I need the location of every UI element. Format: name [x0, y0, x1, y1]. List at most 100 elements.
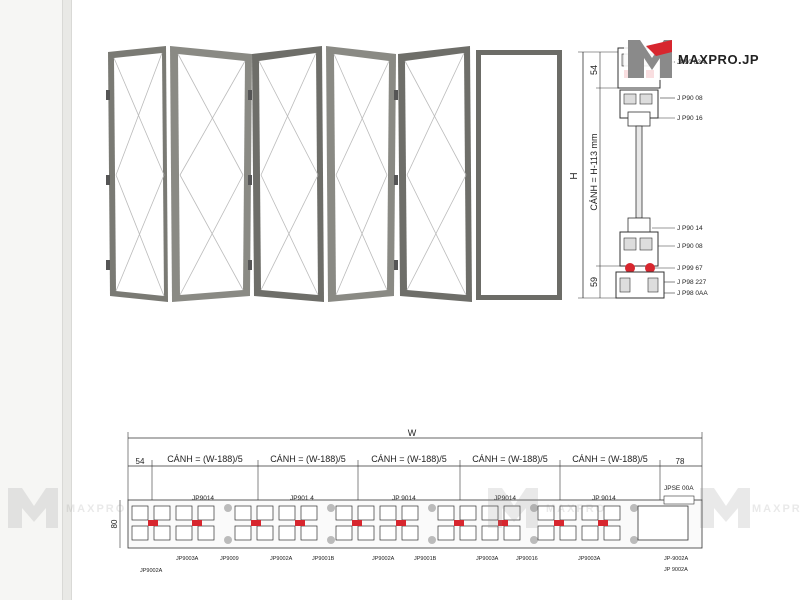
plan-dim-depth: 80 [110, 519, 119, 528]
hinge-knuckle [630, 504, 638, 512]
door-panel-4 [326, 46, 396, 302]
door-panel-5 [398, 46, 472, 302]
plan-corner-part-right: JP 9002A [664, 567, 688, 573]
hinge-knuckle [327, 504, 335, 512]
profile-cell [131, 505, 149, 521]
plan-top-part-2: JP901 4 [290, 495, 314, 502]
plan-profile-cells [131, 495, 695, 544]
hinge-knuckle [428, 504, 436, 512]
plan-dim-right: 78 [676, 457, 685, 466]
plan-bottom-part-7: JP9003A [476, 556, 499, 562]
section-leaders [652, 61, 675, 294]
profile-cell [603, 505, 621, 521]
profile-cell [537, 505, 555, 521]
plan-bottom-part-8: JP90016 [516, 556, 538, 562]
vertical-section: H CÁNH = H-113 mm 54 59 [569, 47, 708, 299]
watermark-mark-icon-2 [488, 488, 538, 528]
maxpro-logo: MAXPRO.JP [624, 36, 759, 80]
profile-cell [197, 525, 215, 541]
plan-bottom-part-10: JP-9002A [664, 556, 688, 562]
part-label-2: J P90 08 [677, 95, 703, 102]
profile-cell [559, 525, 577, 541]
gasket-seal [192, 520, 202, 526]
bottom-profile-section [615, 217, 665, 299]
brand-name: MAXPRO.JP [678, 52, 759, 67]
part-label-7: J P98 227 [677, 279, 707, 286]
sash-height-label: CÁNH = H-113 mm [589, 133, 599, 210]
end-frame-profile [637, 505, 689, 541]
part-label-1: JP90 02A [677, 59, 706, 66]
gasket-seal [148, 520, 158, 526]
sash-width-label-2: CÁNH = (W-188)/5 [270, 454, 346, 464]
plan-bottom-part-5: JP9002A [372, 556, 395, 562]
plan-bottom-part-3: JP9002A [270, 556, 293, 562]
profile-cell [437, 525, 455, 541]
gasket-seal [598, 520, 608, 526]
folding-door-elevation [106, 46, 562, 302]
plan-bottom-part-6: JP9001B [414, 556, 437, 562]
dim-bottom-label: 59 [589, 277, 599, 287]
profile-cell [234, 525, 252, 541]
plan-bottom-part-9: JP9003A [578, 556, 601, 562]
watermark-mark-icon-3 [700, 488, 750, 528]
profile-cell [581, 525, 599, 541]
gasket-seal [295, 520, 305, 526]
gasket-seal [352, 520, 362, 526]
hinge-knuckle [224, 504, 232, 512]
glass-pane [635, 125, 643, 219]
profile-cell [234, 505, 252, 521]
profile-cell [401, 505, 419, 521]
part-label-6: J P99 67 [677, 265, 703, 272]
profile-cell [437, 505, 455, 521]
plan-top-part-6: JPSE 00A [664, 485, 694, 492]
profile-cell [256, 505, 274, 521]
sash-width-label-1: CÁNH = (W-188)/5 [167, 454, 243, 464]
plan-bottom-part-1: JP9003A [176, 556, 199, 562]
plan-bottom-part-4: JP9001B [312, 556, 335, 562]
hinge-knuckle [428, 536, 436, 544]
profile-cell [459, 525, 477, 541]
profile-cell [153, 525, 171, 541]
profile-cell [503, 525, 521, 541]
profile-cell [357, 505, 375, 521]
left-divider-line [62, 0, 72, 600]
watermark-text-3: MAXPRO [752, 503, 800, 515]
profile-cell [537, 525, 555, 541]
profile-cell [278, 505, 296, 521]
profile-cell [357, 525, 375, 541]
watermark-mark-icon [8, 488, 58, 528]
plan-dim-left: 54 [136, 457, 145, 466]
profile-cell [481, 525, 499, 541]
plan-corner-part-left: JP9002A [140, 568, 163, 574]
end-cap-profile [663, 495, 695, 505]
profile-cell [503, 505, 521, 521]
profile-cell [256, 525, 274, 541]
sash-width-label-3: CÁNH = (W-188)/5 [371, 454, 447, 464]
profile-cell [300, 505, 318, 521]
plan-top-part-4: JP9014 [494, 495, 516, 502]
gasket-seal [498, 520, 508, 526]
part-label-5: J P90 08 [677, 243, 703, 250]
profile-cell [153, 505, 171, 521]
gasket-seal [251, 520, 261, 526]
profile-cell [581, 505, 599, 521]
profile-cell [459, 505, 477, 521]
hinge-knuckle [530, 536, 538, 544]
watermark-text-1: MAXPRO [66, 503, 126, 515]
sash-width-label-4: CÁNH = (W-188)/5 [472, 454, 548, 464]
height-label: H [569, 172, 580, 179]
plan-top-part-1: JP9014 [192, 495, 214, 502]
profile-cell [175, 525, 193, 541]
profile-cell [401, 525, 419, 541]
hinge-knuckle [630, 536, 638, 544]
door-outer-frame [476, 50, 562, 300]
profile-cell [481, 505, 499, 521]
left-margin-strip [0, 0, 62, 600]
part-label-8: J P98 0AA [677, 290, 708, 297]
profile-cell [335, 525, 353, 541]
profile-cell [175, 505, 193, 521]
part-label-4: J P90 14 [677, 225, 703, 232]
profile-cell [278, 525, 296, 541]
gasket-seal [554, 520, 564, 526]
